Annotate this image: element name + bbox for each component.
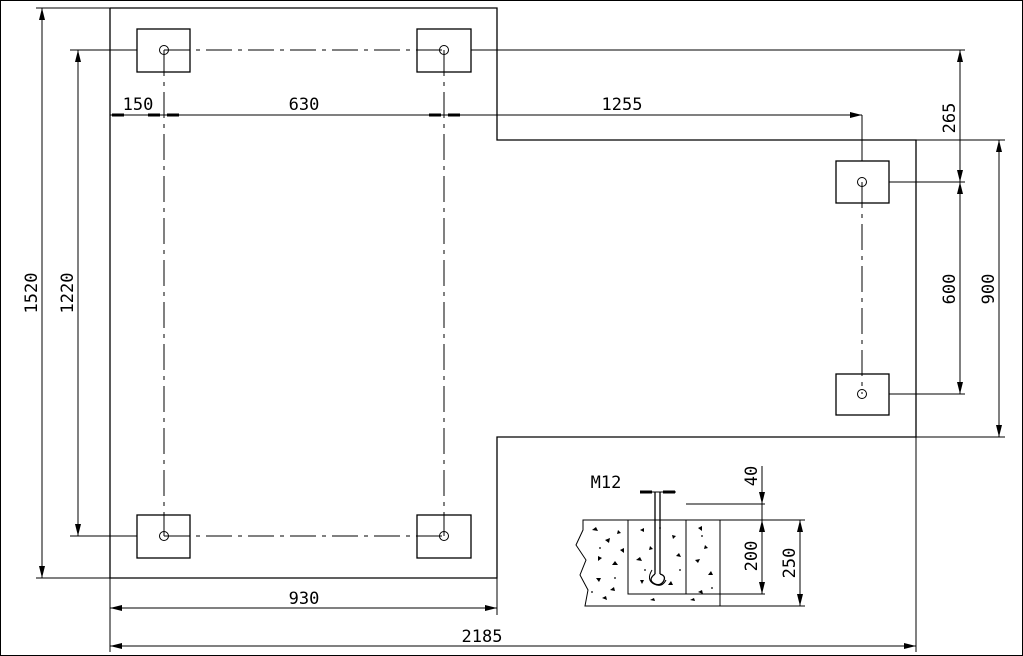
anchor-section-detail: M12 40 200 250 xyxy=(575,466,805,607)
dim-250: 250 xyxy=(780,548,800,579)
dim-40: 40 xyxy=(742,466,762,486)
concrete-section xyxy=(575,519,721,607)
concrete-hatching xyxy=(591,526,713,601)
dimension-lines xyxy=(41,8,1000,647)
centerlines xyxy=(163,49,863,537)
anchor-bolt xyxy=(648,492,667,586)
dim-600: 600 xyxy=(940,274,960,305)
dim-200: 200 xyxy=(742,541,762,572)
dim-150: 150 xyxy=(123,95,154,115)
dim-1220: 1220 xyxy=(58,273,78,314)
dimension-arrows xyxy=(39,8,1002,649)
dim-900: 900 xyxy=(979,274,999,305)
dim-1255: 1255 xyxy=(602,95,643,115)
dim-265: 265 xyxy=(940,103,960,134)
anchor-pad-right-bottom xyxy=(835,373,890,416)
dim-930: 930 xyxy=(289,589,320,609)
anchor-size-label: M12 xyxy=(591,473,622,493)
dim-630: 630 xyxy=(289,95,320,115)
extension-lines xyxy=(36,7,1005,652)
dim-1520: 1520 xyxy=(22,273,42,314)
foundation-outline xyxy=(109,7,917,579)
dim-2185: 2185 xyxy=(462,627,503,647)
anchor-pad-bottom-mid xyxy=(416,514,472,559)
